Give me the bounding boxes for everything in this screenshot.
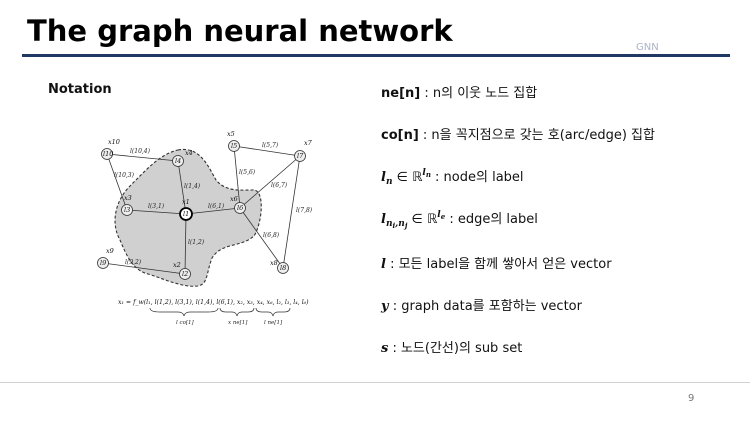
svg-text:l10: l10 [103, 150, 113, 158]
svg-text:l(1,4): l(1,4) [184, 183, 201, 190]
notation-item-neighbors: ne[n] : n의 이웃 노드 집합 [381, 86, 538, 101]
svg-text:x6: x6 [230, 195, 238, 203]
page-number: 9 [688, 393, 695, 404]
svg-text:x7: x7 [304, 139, 313, 147]
svg-text:l3: l3 [124, 206, 130, 214]
graph-edges [102, 145, 301, 275]
svg-text:l8: l8 [280, 264, 286, 272]
edge-labels: l(10,4) l(10,3) l(1,4) l(3,1) l(6,1) l(1… [114, 142, 313, 266]
svg-text:l(6,8): l(6,8) [263, 232, 280, 239]
svg-text:l co[1]: l co[1] [176, 320, 195, 326]
svg-text:l(10,4): l(10,4) [130, 148, 151, 155]
slide-title: The graph neural network [27, 14, 453, 48]
svg-text:l(7,8): l(7,8) [296, 207, 313, 214]
notation-item-edge-label: lni,nj ∈ ℝle : edge의 label [381, 210, 538, 230]
svg-text:l(5,6): l(5,6) [239, 169, 256, 176]
section-tag: GNN [636, 42, 659, 53]
svg-text:l ne[1]: l ne[1] [264, 320, 283, 326]
notation-item-graph-vector: y : graph data를 포함하는 vector [381, 299, 582, 314]
notation-item-node-label: ln ∈ ℝln : node의 label [381, 168, 524, 187]
node-l3: l3 x3 [121, 194, 133, 216]
svg-text:x4: x4 [185, 149, 193, 157]
svg-text:x10: x10 [108, 138, 120, 146]
svg-text:x5: x5 [227, 130, 235, 138]
svg-text:l(6,7): l(6,7) [271, 182, 288, 189]
title-underline [22, 54, 730, 57]
svg-text:l9: l9 [100, 259, 106, 267]
svg-text:l(6,1): l(6,1) [208, 203, 225, 210]
svg-text:l(1,2): l(1,2) [188, 239, 205, 246]
notation-item-arcs: co[n] : n을 꼭지점으로 갖는 호(arc/edge) 집합 [381, 128, 655, 143]
svg-text:l2: l2 [182, 270, 188, 278]
notation-item-subset: s : 노드(간선)의 sub set [381, 341, 523, 356]
svg-text:l(10,3): l(10,3) [114, 172, 135, 179]
svg-text:l(3,1): l(3,1) [148, 203, 165, 210]
svg-text:x2: x2 [173, 261, 181, 269]
notation-item-all-labels: l : 모든 label을 함께 쌓아서 얻은 vector [381, 257, 612, 272]
update-equation: x₁ = f_w(l₁, l(1,2), l(3,1), l(1,4), l(6… [118, 299, 309, 306]
svg-text:x9: x9 [106, 247, 114, 255]
svg-text:x1: x1 [182, 198, 190, 206]
svg-text:l5: l5 [231, 142, 237, 150]
node-l1: l1 x1 [179, 198, 193, 221]
brace-labels: l co[1] x ne[1] l ne[1] [176, 320, 283, 326]
svg-text:l4: l4 [175, 157, 181, 165]
node-l10: l10 x10 [101, 138, 120, 160]
svg-text:l1: l1 [183, 210, 189, 218]
svg-text:l6: l6 [237, 204, 243, 212]
node-l4: l4 x4 [172, 149, 193, 167]
node-l5: l5 x5 [227, 130, 240, 152]
svg-text:l(9,2): l(9,2) [125, 259, 142, 266]
svg-text:x ne[1]: x ne[1] [228, 320, 248, 326]
footer-rule [0, 382, 750, 383]
svg-text:l7: l7 [297, 152, 304, 160]
notation-heading: Notation [48, 82, 112, 97]
graph-figure: l(10,4) l(10,3) l(1,4) l(3,1) l(6,1) l(1… [97, 130, 313, 326]
svg-text:x8: x8 [270, 259, 278, 267]
svg-text:l(5,7): l(5,7) [262, 142, 279, 149]
svg-text:x3: x3 [124, 194, 132, 202]
equation-braces [149, 307, 291, 317]
